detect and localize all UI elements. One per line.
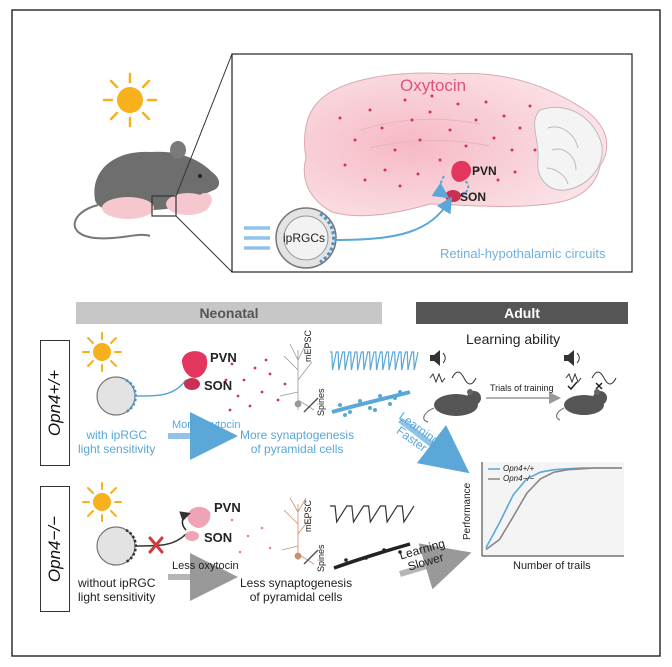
legend-label-wt: Opn4+/+	[503, 464, 535, 473]
ko-sensitivity-label: without ipRGC light sensitivity	[78, 576, 156, 604]
pvn-nucleus	[187, 506, 211, 528]
ko-son-label: SON	[204, 530, 233, 545]
oxytocin-dots	[338, 94, 537, 188]
oxytocin-dots	[230, 518, 272, 554]
pup-icon	[102, 193, 212, 219]
zoom-line	[175, 215, 233, 273]
mepsc-trace	[330, 351, 419, 371]
cross-icon	[595, 382, 603, 390]
genotype-wt-label: Opn4+/+	[45, 369, 64, 437]
sun-icon	[82, 482, 122, 522]
feedback-arrow	[179, 511, 191, 531]
speaker-icon	[564, 350, 580, 366]
ko-retina-projection	[135, 533, 187, 547]
eye-icon	[275, 207, 337, 269]
adult-banner-bg	[416, 302, 628, 324]
wt-pvn-label: PVN	[210, 350, 237, 365]
check-icon	[567, 381, 578, 391]
feedback-arrow	[431, 175, 450, 199]
oxytocin-dots	[224, 358, 287, 412]
slower-arrow	[399, 543, 472, 590]
pvn-label: PVN	[472, 164, 497, 178]
retina-to-hypothalamus-arrow	[333, 196, 453, 241]
x-axis-label: Number of trails	[513, 560, 591, 572]
wt-mepsc-label: mEPSC	[303, 329, 313, 362]
series-line-opn4-ko	[485, 467, 622, 551]
adult-mouse-icon	[423, 389, 481, 423]
eye-icon	[96, 526, 137, 566]
dendritic-spines-icon	[331, 390, 411, 417]
neonatal-banner-bg	[76, 302, 382, 324]
tone-waveform	[429, 372, 446, 384]
wt-son-label: SON	[204, 378, 233, 393]
eye-icon	[96, 376, 137, 416]
genotype-wt-box: Opn4+/+	[40, 340, 70, 466]
pvn-nucleus	[182, 351, 208, 378]
son-nucleus	[185, 531, 199, 541]
son-nucleus	[445, 190, 461, 202]
tone-waveform	[565, 372, 582, 384]
mepsc-trace	[330, 505, 415, 524]
son-nucleus	[184, 378, 200, 390]
blocked-x-icon	[148, 536, 164, 554]
son-label: SON	[460, 190, 487, 204]
pvn-nucleus	[451, 160, 472, 182]
pyramidal-neuron-icon	[281, 497, 319, 565]
tone-waveform	[451, 371, 477, 385]
ko-mepsc-label: mEPSC	[303, 499, 313, 532]
ko-spines-label: Spines	[316, 544, 326, 572]
trials-label: Trials of training	[490, 383, 554, 393]
neonatal-banner: Neonatal	[199, 305, 259, 321]
adult-banner: Adult	[504, 305, 540, 321]
circuits-label: Retinal-hypothalamic circuits	[440, 246, 606, 261]
tone-waveform	[591, 371, 617, 385]
zoom-line	[175, 53, 233, 197]
wt-arrow-label: More oxytocin	[172, 419, 241, 431]
wt-spines-label: Spines	[316, 388, 326, 416]
genotype-ko-label: Opn4−/−	[45, 515, 64, 583]
dendritic-spines-icon	[333, 542, 411, 570]
feedback-arrow	[461, 179, 470, 197]
ko-pvn-label: PVN	[214, 500, 241, 515]
wt-retina-projection	[135, 379, 187, 397]
adult-mouse-icon	[555, 389, 607, 421]
ko-result-label: Less synaptogenesis of pyramidal cells	[240, 576, 353, 604]
legend-label-ko: Opn4−/−	[503, 474, 535, 483]
pyramidal-neuron-icon	[279, 343, 319, 413]
iprgcs-label: ipRGCs	[283, 231, 326, 245]
performance-chart	[481, 462, 624, 557]
oxytocin-label: Oxytocin	[400, 76, 467, 95]
learning-ability-label: Learning ability	[466, 331, 561, 347]
sun-icon	[82, 332, 122, 372]
speaker-icon	[430, 350, 446, 366]
sun-icon	[102, 72, 158, 128]
faster-arrow	[398, 417, 470, 474]
genotype-ko-box: Opn4−/−	[40, 486, 70, 612]
ko-arrow-label: Less oxytocin	[172, 560, 239, 572]
light-input-arrows	[244, 226, 270, 250]
y-axis-label: Performance	[462, 482, 473, 540]
wt-sensitivity-label: with ipRGC light sensitivity	[78, 428, 156, 456]
wt-result-label: More synaptogenesis of pyramidal cells	[240, 428, 355, 456]
brain-illustration	[303, 72, 608, 217]
